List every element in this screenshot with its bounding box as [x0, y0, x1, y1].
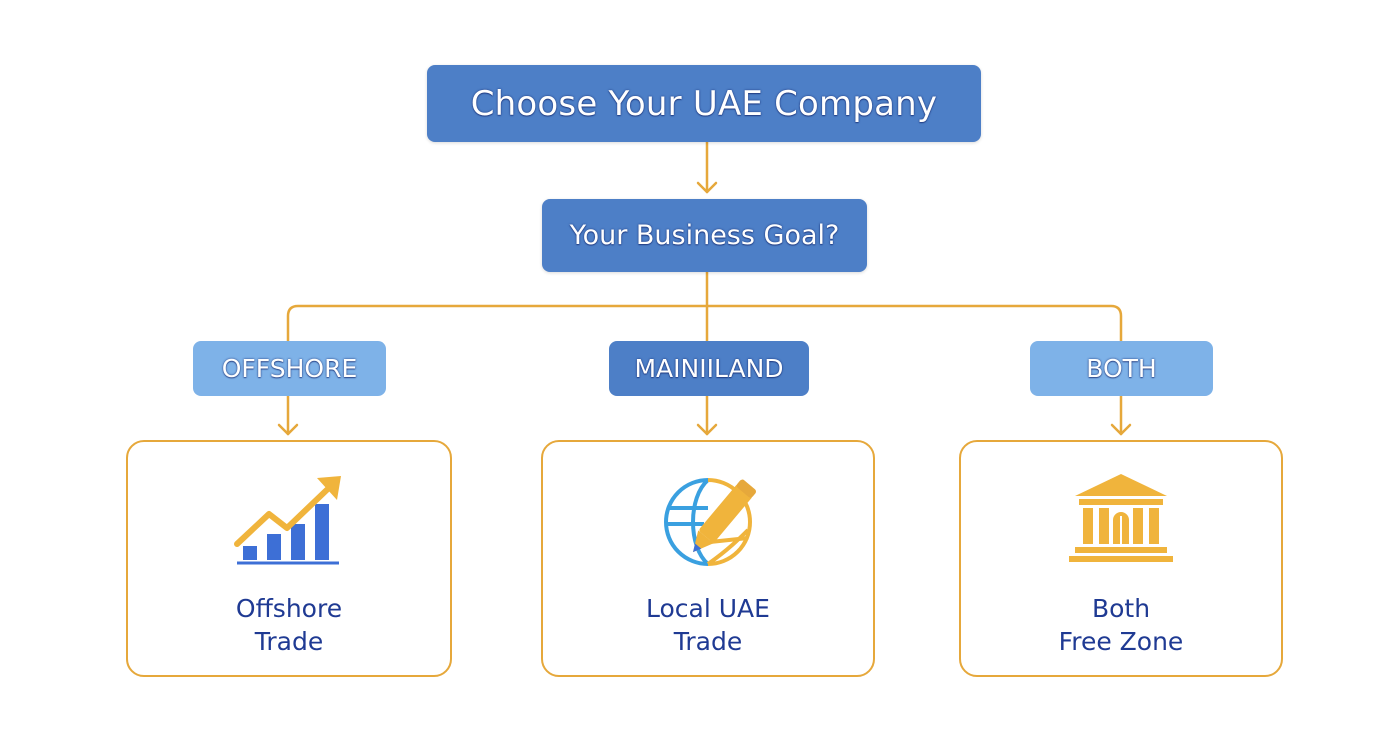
result-line-2: Trade: [673, 627, 743, 656]
business-goal-box: Your Business Goal?: [542, 199, 867, 272]
result-line-2: Free Zone: [1058, 627, 1184, 656]
result-text-both: Both Free Zone: [961, 592, 1281, 658]
result-line-2: Trade: [254, 627, 324, 656]
option-both: BOTH: [1030, 341, 1213, 396]
result-text-offshore: Offshore Trade: [128, 592, 450, 658]
option-offshore: OFFSHORE: [193, 341, 386, 396]
title-box: Choose Your UAE Company: [427, 65, 981, 142]
result-card-mainland: Local UAE Trade: [541, 440, 875, 677]
result-line-1: Offshore: [235, 594, 343, 623]
globe-pencil-icon: [664, 478, 757, 566]
connector-branch-left: [286, 304, 709, 343]
bar-chart-growth-icon: [234, 476, 341, 565]
option-offshore-label: OFFSHORE: [221, 354, 358, 383]
option-mainland-label: MAINIILAND: [634, 354, 784, 383]
arrowhead-goal: [696, 181, 718, 194]
result-card-offshore: Offshore Trade: [126, 440, 452, 677]
result-line-1: Both: [1091, 594, 1151, 623]
result-line-1: Local UAE: [646, 594, 770, 623]
building-columns-icon: [1069, 474, 1173, 562]
business-goal-question: Your Business Goal?: [569, 220, 840, 251]
option-mainland: MAINIILAND: [609, 341, 809, 396]
arrowhead-both-card: [1110, 423, 1132, 436]
arrowhead-mainland-card: [696, 423, 718, 436]
result-card-both: Both Free Zone: [959, 440, 1283, 677]
arrowhead-offshore-card: [277, 423, 299, 436]
option-both-label: BOTH: [1086, 354, 1157, 383]
result-text-mainland: Local UAE Trade: [543, 592, 873, 658]
diagram-title: Choose Your UAE Company: [470, 83, 938, 124]
connector-branch-right: [705, 304, 1123, 343]
